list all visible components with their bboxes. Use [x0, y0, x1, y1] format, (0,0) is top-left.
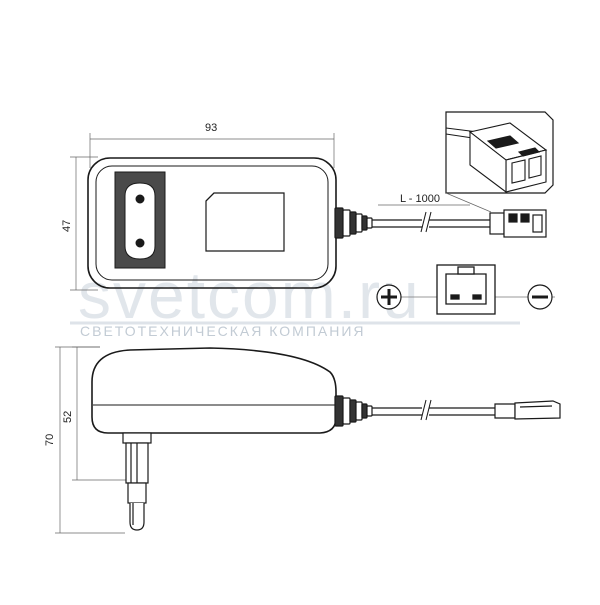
euro-plug-side [122, 432, 152, 531]
socket-face [436, 264, 496, 315]
plug-pin-top [135, 194, 145, 204]
strain-relief-side [334, 395, 373, 427]
dimension-height-label: 47 [61, 220, 73, 232]
side-view: 70 52 [44, 346, 561, 534]
top-view: 93 47 [61, 122, 547, 291]
connector-detail [468, 122, 548, 194]
dimension-width-93 [89, 133, 335, 168]
dimension-side-outer-label: 70 [44, 434, 56, 446]
negative-terminal-icon [527, 284, 553, 310]
positive-terminal-icon [376, 284, 402, 310]
dimension-height-52 [72, 346, 128, 481]
connector-side [494, 400, 561, 420]
connector-top [489, 209, 547, 238]
dimension-side-inner-label: 52 [62, 411, 74, 423]
connector-detail-callout [445, 111, 554, 213]
dimension-width-label: 93 [205, 122, 217, 134]
watermark-tagline: СВЕТОТЕХНИЧЕСКАЯ КОМПАНИЯ [80, 323, 366, 339]
cable-top [372, 211, 490, 233]
label-area [205, 192, 285, 252]
watermark-brand: svetcom.ru [78, 258, 421, 332]
dimension-height-47 [70, 156, 98, 291]
adapter-body-top-inner [95, 165, 329, 281]
cable-length-label: L - 1000 [400, 193, 440, 205]
adapter-body-side [91, 347, 337, 434]
polarity-diagram [376, 264, 555, 315]
strain-relief-top [334, 207, 373, 239]
cable-side [372, 399, 495, 421]
plug-pin-bottom [135, 238, 145, 248]
watermark: svetcom.ru СВЕТОТЕХНИЧЕСКАЯ КОМПАНИЯ [70, 258, 520, 339]
euro-plug-face [124, 182, 156, 260]
